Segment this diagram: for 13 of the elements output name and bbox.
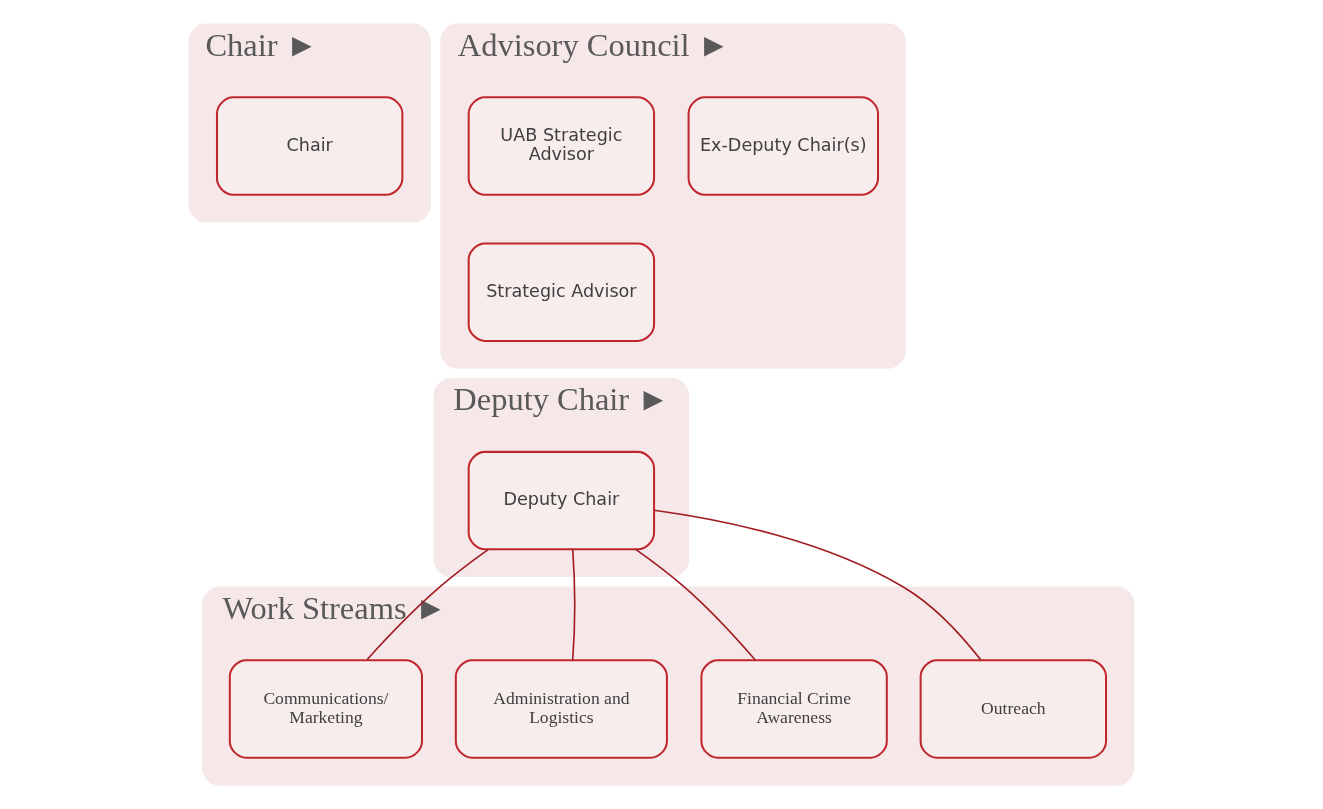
connector [653, 509, 982, 661]
connector [571, 548, 576, 661]
node-box: Deputy Chair [467, 450, 656, 551]
node-box: Communications/ Marketing [228, 659, 423, 759]
node-box: UAB Strategic Advisor [467, 96, 656, 196]
node-box: Strategic Advisor [467, 242, 656, 342]
connector [366, 548, 489, 661]
node-box: Administration and Logistics [454, 659, 668, 759]
connector [634, 548, 757, 661]
node-box: Ex-Deputy Chair(s) [687, 96, 880, 196]
node-box: Outreach [919, 659, 1108, 759]
node-box: Financial Crime Awareness [700, 659, 888, 759]
node-box: Chair [215, 96, 404, 196]
